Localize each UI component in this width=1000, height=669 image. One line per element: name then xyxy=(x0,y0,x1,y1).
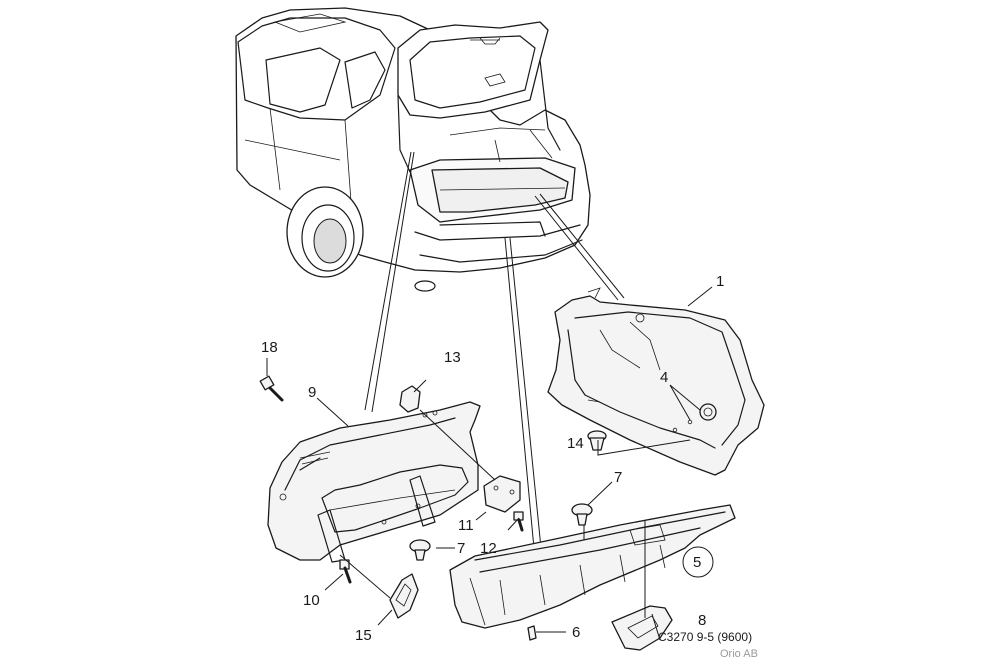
handle-part-15 xyxy=(389,573,419,619)
clip-part-13 xyxy=(399,385,421,413)
callout-18: 18 xyxy=(261,339,278,356)
callout-15: 15 xyxy=(355,627,372,644)
push-clip-part-7-left xyxy=(409,539,431,561)
diagram-caption: C3270 9-5 (9600) xyxy=(658,630,752,644)
callout-4: 4 xyxy=(660,369,668,386)
clip-part-6 xyxy=(527,625,537,641)
callout-6: 6 xyxy=(572,624,580,641)
callout-5: 5 xyxy=(693,554,701,571)
car-illustration xyxy=(235,7,591,292)
bracket-part-11 xyxy=(483,475,521,513)
assembly-guide-lines xyxy=(364,151,625,571)
push-clip-part-7-right xyxy=(571,503,593,526)
bolt-part-10 xyxy=(339,559,352,584)
callout-labels: 1 4 5 6 7 7 8 9 10 11 12 13 14 15 18 xyxy=(261,273,724,644)
callout-14: 14 xyxy=(567,435,584,452)
leader-lines xyxy=(266,286,713,641)
callout-9: 9 xyxy=(308,384,316,401)
fasteners xyxy=(259,375,607,641)
bolt-part-18 xyxy=(259,375,284,402)
callout-13: 13 xyxy=(444,349,461,366)
callout-10: 10 xyxy=(303,592,320,609)
callout-7-left: 7 xyxy=(457,540,465,557)
callout-7-right: 7 xyxy=(614,469,622,486)
side-trim-panel-part-1 xyxy=(547,287,765,476)
credit-text: Orio AB xyxy=(720,648,758,660)
callout-12: 12 xyxy=(480,540,497,557)
callout-8: 8 xyxy=(698,612,706,629)
plug-part-14 xyxy=(587,430,607,451)
callout-11: 11 xyxy=(458,517,474,534)
callout-1: 1 xyxy=(716,273,724,290)
sill-trim-part-5 xyxy=(449,504,736,629)
screw-part-12 xyxy=(513,511,524,532)
callout-5-circle xyxy=(682,546,714,578)
bracket-part-8 xyxy=(611,605,673,651)
rear-panel-part-9 xyxy=(267,401,481,563)
